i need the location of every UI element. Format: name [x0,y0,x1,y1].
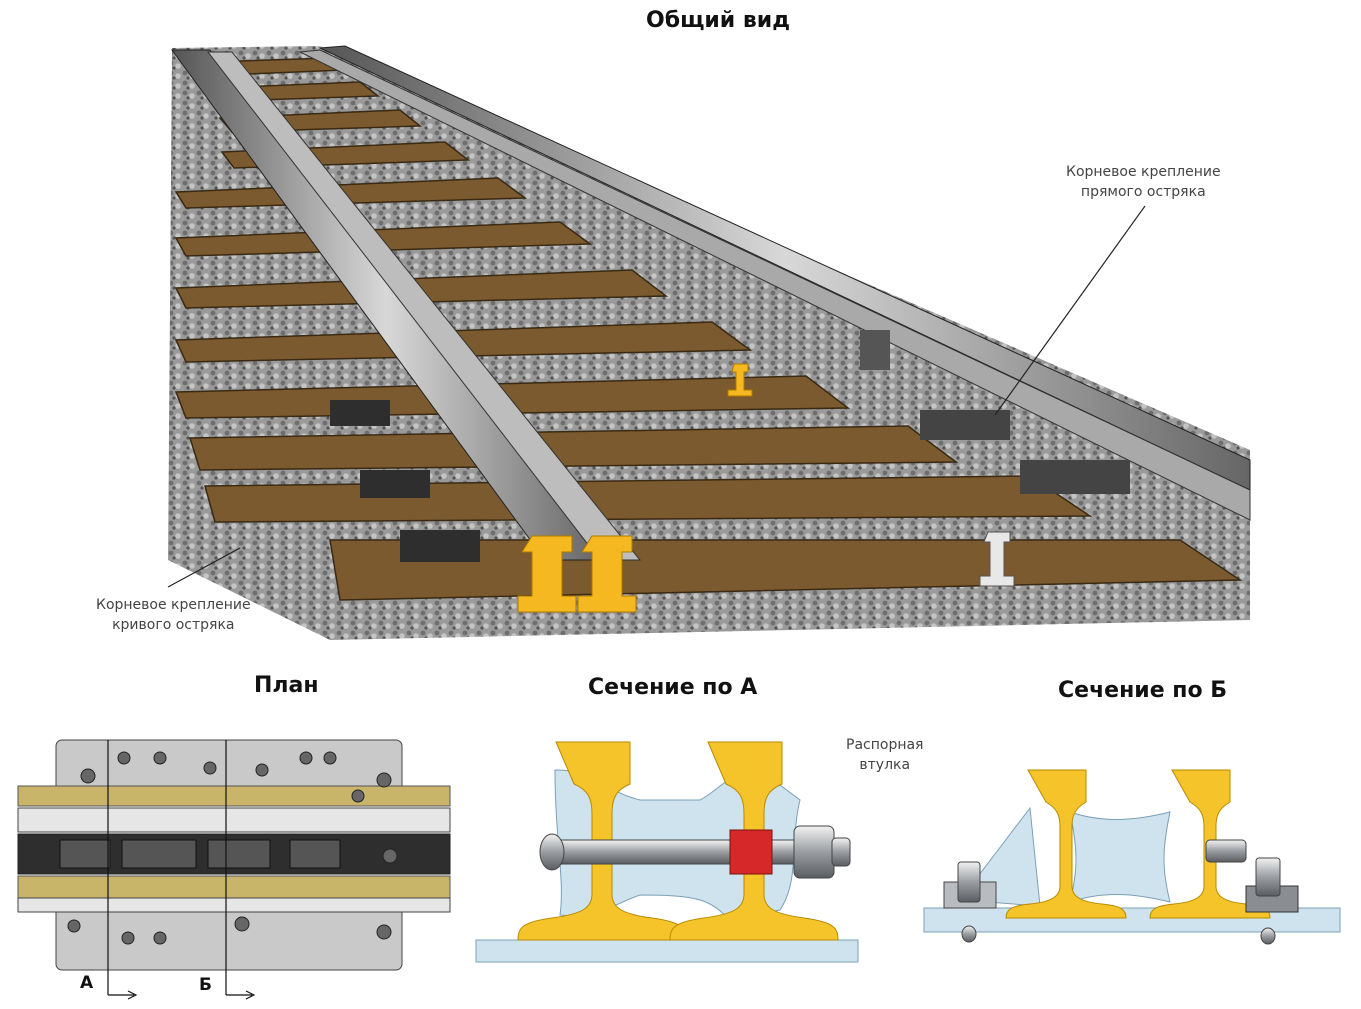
section-a-bolt-shank [553,839,815,865]
plan-mark-a: А [80,973,94,993]
plan-bolts [67,751,398,945]
curved-root-line2: кривого остряка [112,617,235,633]
rail-section-1 [517,535,577,613]
section-a-bolt-head [539,833,565,871]
straight-rail [318,45,1251,491]
plan-mark-b: Б [199,975,212,995]
rail-section-2 [577,535,637,613]
general-view-illustration [167,45,1251,640]
section-a-spacer-sleeve [729,829,773,875]
plan-view-illustration [17,739,451,1000]
curved-root-callout: Корневое крепление кривого остряка [96,595,251,635]
section-b-bolt [1205,839,1247,863]
section-a-baseplate [475,939,859,963]
plan-slot-1 [59,839,111,869]
callout-leader-straight [994,205,1146,416]
plan-upper-rail [17,785,451,807]
plan-slot-2 [121,839,197,869]
plan-arrow-b [226,990,256,1000]
section-b-spacer-block [1069,811,1171,903]
straight-root-line1: Корневое крепление [1066,164,1221,180]
section-b-illustration [923,769,1341,945]
spacer-callout: Распорная втулка [846,735,923,775]
section-b-bolt-right-tip [1260,927,1276,945]
curved-root-line1: Корневое крепление [96,597,251,613]
section-a-nut [793,825,835,879]
section-b-bolt-left-tip [961,925,977,943]
callout-leader-curved [167,547,241,588]
plan-arrow-a [108,990,138,1000]
straight-root-callout: Корневое крепление прямого остряка [1066,162,1221,202]
plan-slot-3 [207,839,271,869]
plan-stock-rail [17,807,451,833]
plan-lower-stock-rail [17,897,451,913]
straight-root-line2: прямого остряка [1080,184,1206,200]
section-b-rail-left [1005,769,1127,919]
section-b-title: Сечение по Б [1058,678,1228,703]
plan-title: План [254,673,319,698]
spacer-line1: Распорная [846,737,924,753]
general-view-title: Общий вид [646,8,790,33]
straight-switch-point [298,49,1251,521]
spacer-line2: втулка [859,757,911,773]
section-a-illustration [475,741,859,963]
section-b-bolt-right [1255,857,1281,897]
rail-cross-sections [517,363,1015,613]
section-a-title: Сечение по А [588,675,758,700]
plan-lower-rail [17,875,451,899]
rails [171,45,1251,561]
rail-section-4 [727,363,753,397]
curved-switch-point [206,51,642,561]
section-b-bolt-left [957,861,981,903]
section-a-bolt-end [831,837,851,867]
plan-slot-4 [289,839,341,869]
rail-section-3 [979,531,1015,587]
